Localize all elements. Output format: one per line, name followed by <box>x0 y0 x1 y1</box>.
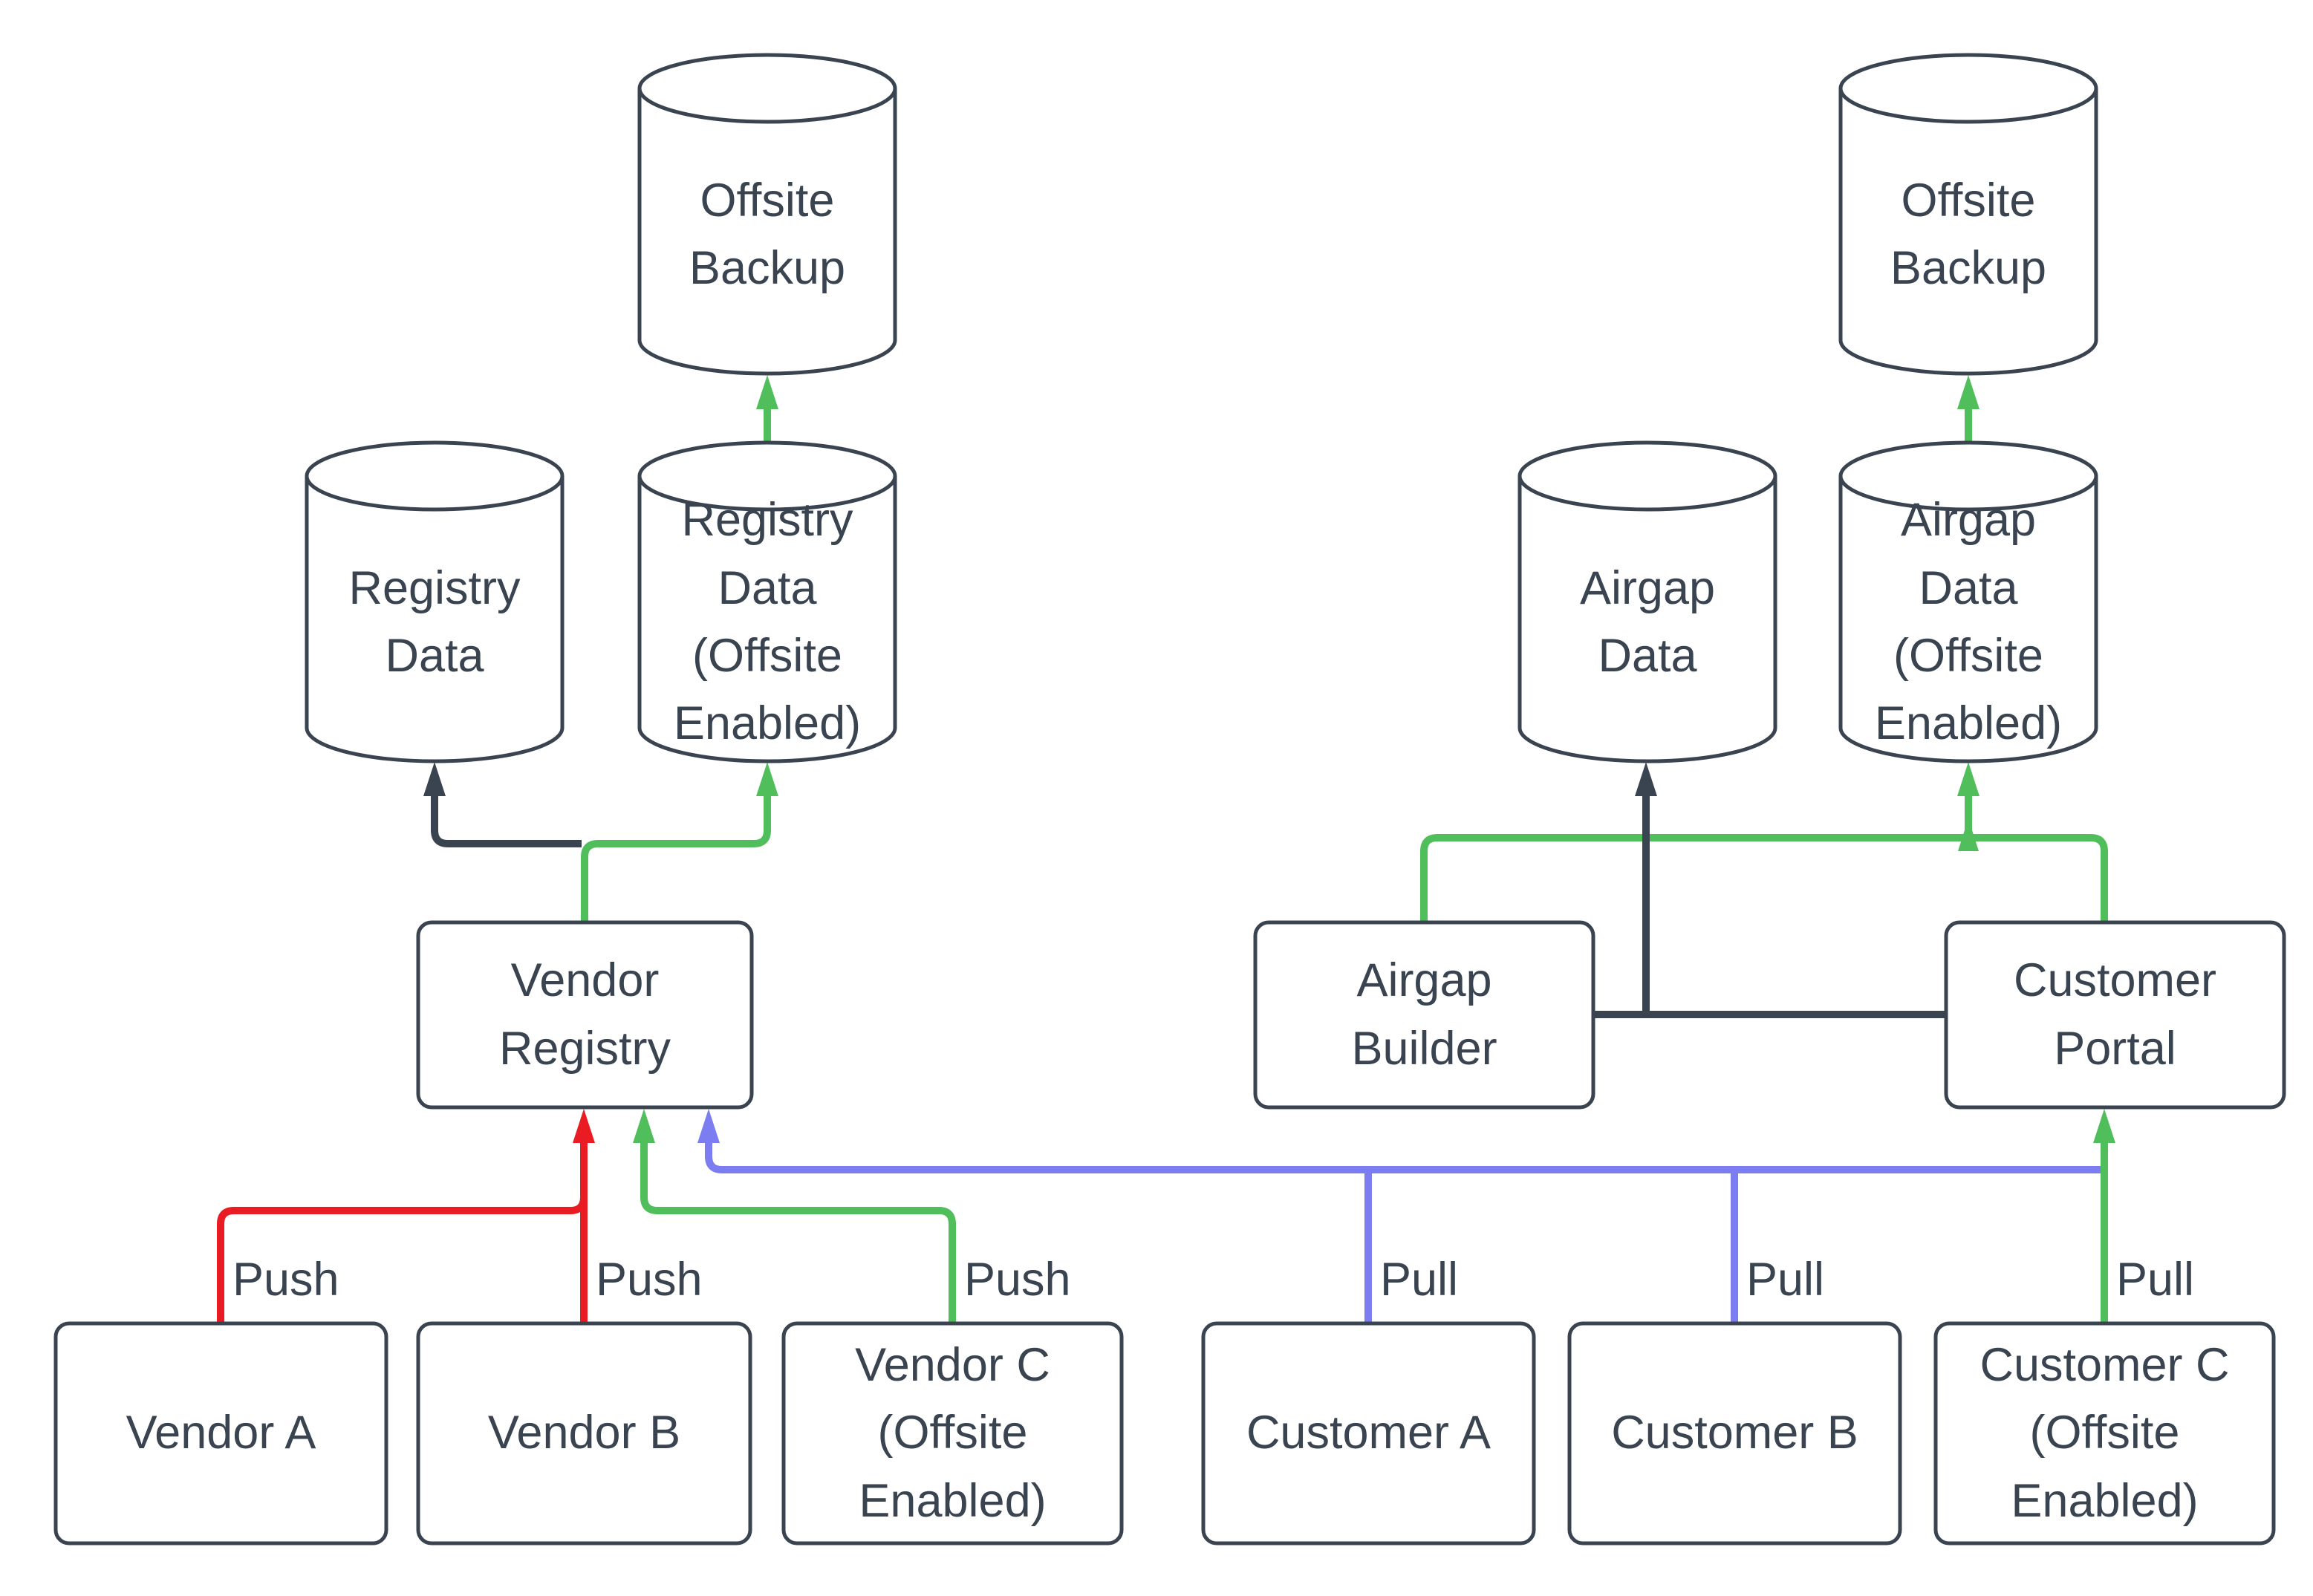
arrowhead-into-airgap-data <box>1635 762 1657 796</box>
edge-airgap-offsite-to-offsite-backup-right <box>1957 375 1979 443</box>
pull-label-customer-a: Pull <box>1380 1254 1459 1306</box>
edge-airgap-builder-portal-to-airgap-data-offsite <box>1420 762 2108 922</box>
box-vendor-a <box>53 1321 388 1545</box>
box-vendor-registry <box>416 920 754 1110</box>
arrowhead-into-registry-data <box>423 762 446 796</box>
pull-label-customer-b: Pull <box>1746 1254 1825 1306</box>
airgap-builder-label: Airgap Builder <box>1351 954 1497 1075</box>
box-customer-a <box>1201 1321 1536 1545</box>
push-label-vendor-c: Push <box>964 1254 1071 1306</box>
arrowhead-into-customer-portal <box>2093 1109 2115 1143</box>
vendor-a-label: Vendor A <box>126 1407 316 1459</box>
cylinder-registry-data-offsite <box>637 440 897 763</box>
push-label-vendor-a: Push <box>232 1254 339 1306</box>
cylinder-offsite-backup-right <box>1838 53 2098 376</box>
arrowhead-into-offsite-backup-right <box>1957 375 1979 409</box>
customer-b-label: Customer B <box>1611 1407 1858 1459</box>
customer-portal-label: Customer Portal <box>2013 954 2217 1075</box>
registry-data-offsite-label: Registry Data (Offsite Enabled) <box>673 494 862 750</box>
arrowhead-purple-into-vendor-registry <box>697 1109 720 1143</box>
vendor-b-label: Vendor B <box>487 1407 681 1459</box>
vendor-c-label: Vendor C (Offsite Enabled) <box>855 1338 1050 1527</box>
box-customer-c <box>1933 1321 2276 1545</box>
arrowhead-red-into-vendor-registry <box>573 1109 595 1143</box>
edge-customers-pull-purple <box>697 1109 2104 1323</box>
airgap-data-label: Airgap Data <box>1579 561 1716 682</box>
edge-vendor-registry-to-registry-data <box>423 762 582 847</box>
cylinder-airgap-data-offsite <box>1838 440 2098 763</box>
push-label-vendor-b: Push <box>596 1254 703 1306</box>
box-vendor-b <box>416 1321 752 1545</box>
edge-builder-portal-to-airgap-data <box>1593 762 1946 1018</box>
box-customer-portal <box>1944 920 2286 1110</box>
registry-data-label: Registry Data <box>348 561 521 682</box>
arrowhead-into-airgap-data-offsite <box>1957 762 1979 796</box>
offsite-backup-left-label: Offsite Backup <box>689 174 846 294</box>
edge-registry-offsite-to-offsite-backup-left <box>756 375 778 443</box>
edge-vendor-registry-to-registry-data-offsite <box>581 762 778 922</box>
airgap-data-offsite-label: Airgap Data (Offsite Enabled) <box>1874 494 2063 750</box>
cylinder-offsite-backup-left <box>637 53 897 376</box>
cylinder-registry-data <box>305 440 565 763</box>
box-vendor-c <box>781 1321 1124 1545</box>
edge-customer-c-pull-green <box>2093 1109 2115 1323</box>
cylinder-airgap-data <box>1517 440 1777 763</box>
box-airgap-builder <box>1253 920 1595 1110</box>
box-customer-b <box>1567 1321 1902 1545</box>
customer-c-label: Customer C (Offsite Enabled) <box>1979 1338 2230 1527</box>
vendor-registry-label: Vendor Registry <box>498 954 671 1075</box>
edge-vendors-push-red <box>217 1109 595 1323</box>
customer-a-label: Customer A <box>1246 1407 1491 1459</box>
offsite-backup-right-label: Offsite Backup <box>1890 174 2047 294</box>
arrowhead-green-into-vendor-registry <box>633 1109 655 1143</box>
arrowhead-green-junction <box>1958 818 1979 851</box>
edge-vendor-c-push-green <box>633 1109 956 1323</box>
arrowhead-into-registry-data-offsite <box>756 762 778 796</box>
pull-label-customer-c: Pull <box>2116 1254 2195 1306</box>
arrowhead-into-offsite-backup-left <box>756 375 778 409</box>
